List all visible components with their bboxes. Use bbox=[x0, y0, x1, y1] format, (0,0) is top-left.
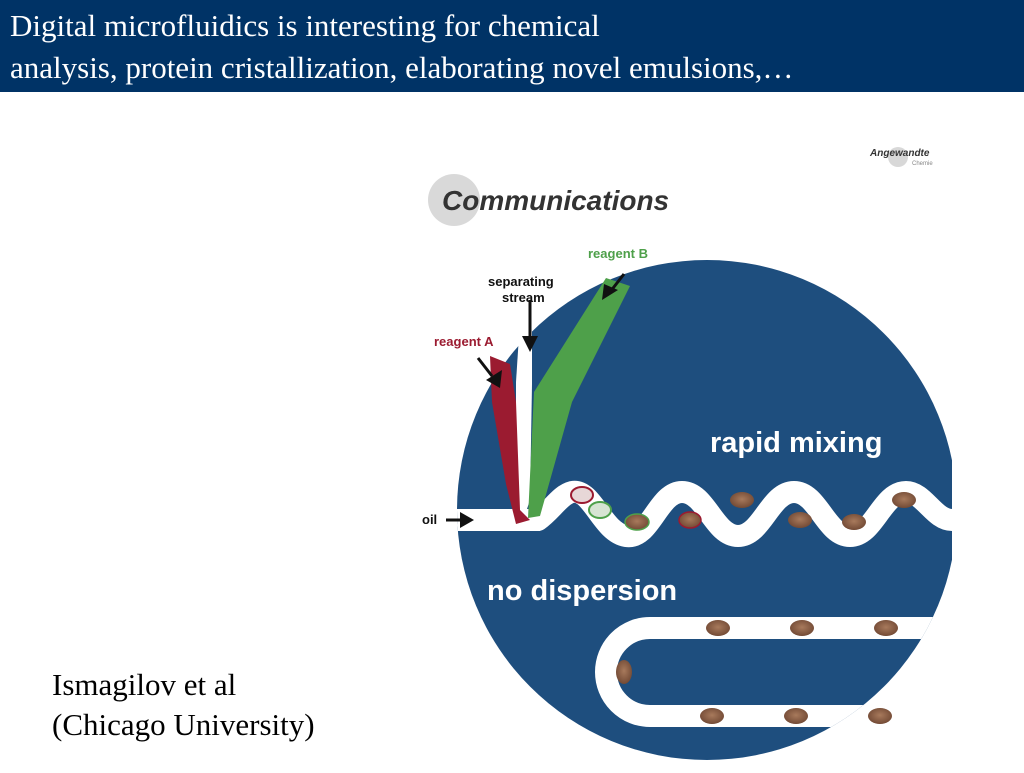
section-title: Communications bbox=[442, 185, 669, 216]
communications-header: Communications bbox=[428, 174, 669, 226]
rapid-mixing-label: rapid mixing bbox=[710, 427, 882, 459]
droplet bbox=[868, 708, 892, 724]
droplet bbox=[784, 708, 808, 724]
credit-author: Ismagilov et al bbox=[52, 667, 237, 702]
reagent-b-channel bbox=[528, 278, 630, 518]
journal-logo-subtext: Chemie bbox=[912, 161, 933, 167]
droplet bbox=[790, 620, 814, 636]
title-bar: Digital microfluidics is interesting for… bbox=[0, 0, 1024, 92]
credit-affiliation: (Chicago University) bbox=[52, 707, 315, 742]
separating-stream-channel bbox=[516, 320, 532, 518]
reagent-b-label: reagent B bbox=[588, 246, 648, 261]
mixing-droplets bbox=[570, 486, 916, 531]
droplet bbox=[588, 501, 612, 519]
slide-title-line-2: analysis, protein cristallization, elabo… bbox=[10, 50, 794, 85]
separating-arrowhead bbox=[522, 336, 538, 352]
reagent-a-channel bbox=[490, 356, 530, 524]
droplet bbox=[874, 620, 898, 636]
u-channel bbox=[595, 617, 952, 727]
figure-arrows bbox=[446, 273, 626, 528]
microfluidics-figure: Angewandte Chemie Communications bbox=[412, 140, 957, 768]
droplet bbox=[730, 492, 754, 508]
droplet bbox=[788, 512, 812, 528]
reagent-a-arrow bbox=[476, 357, 494, 377]
separating-stream-label-1: separating bbox=[488, 274, 554, 289]
droplet bbox=[624, 513, 650, 531]
journal-logo: Angewandte Chemie bbox=[869, 147, 933, 167]
figure-svg: Angewandte Chemie Communications bbox=[422, 147, 957, 760]
droplet bbox=[892, 492, 916, 508]
droplet bbox=[842, 514, 866, 530]
oil-label: oil bbox=[422, 512, 437, 527]
reagent-b-arrowhead bbox=[602, 284, 618, 300]
oil-arrowhead bbox=[460, 512, 474, 528]
reagent-a-label: reagent A bbox=[434, 334, 494, 349]
separating-stream-label-2: stream bbox=[502, 290, 545, 305]
no-dispersion-label: no dispersion bbox=[487, 575, 677, 607]
droplet bbox=[616, 660, 632, 684]
droplet bbox=[700, 708, 724, 724]
droplet bbox=[678, 511, 702, 529]
droplet bbox=[570, 486, 594, 504]
droplet bbox=[706, 620, 730, 636]
slide-title-line-1: Digital microfluidics is interesting for… bbox=[10, 8, 600, 43]
dispersion-droplets bbox=[616, 620, 898, 724]
journal-logo-text: Angewandte bbox=[869, 148, 930, 159]
reagent-a-arrowhead bbox=[486, 370, 502, 388]
